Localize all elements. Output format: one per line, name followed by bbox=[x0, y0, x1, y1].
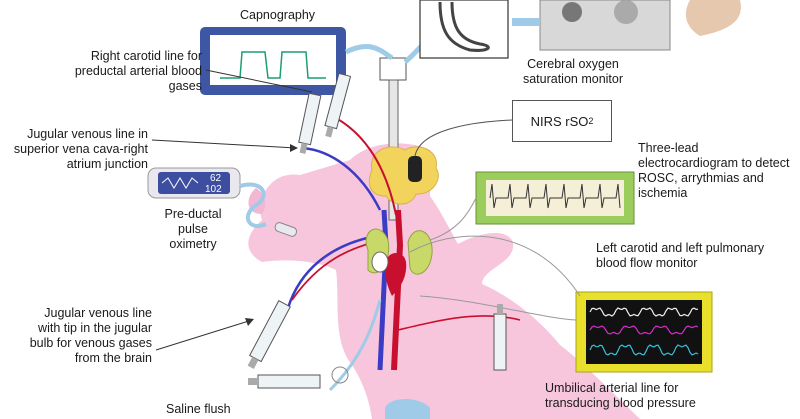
label-umbilical: Umbilical arterial line for transducing … bbox=[545, 381, 696, 410]
umbilical-line bbox=[397, 315, 521, 331]
syringe-right-carotid bbox=[324, 72, 352, 138]
label-cerebral-monitor: Cerebral oxygen saturation monitor bbox=[522, 57, 624, 86]
arterial-line-right bbox=[331, 115, 397, 216]
venous-line-svc bbox=[301, 146, 382, 211]
waveform-monitor bbox=[575, 291, 713, 373]
saline-line bbox=[328, 299, 382, 392]
label-right-carotid: Right carotid line for preductal arteria… bbox=[74, 49, 202, 93]
jugular-bulb-line bbox=[286, 234, 377, 309]
capno-tubing bbox=[344, 44, 394, 61]
label-pre-ductal: Pre-ductal pulse oximetry bbox=[164, 207, 222, 251]
syringe-jugular-svc bbox=[298, 92, 322, 154]
nirs-probe bbox=[408, 156, 422, 182]
leader-jugular-svc-arrow bbox=[290, 144, 298, 152]
saline-probe bbox=[331, 366, 349, 384]
label-ecg: Three-lead electrocardiogram to detect R… bbox=[638, 141, 790, 200]
heart bbox=[385, 253, 407, 296]
label-saline: Saline flush bbox=[166, 402, 231, 416]
syringe-umbilical bbox=[493, 304, 507, 371]
flow-probe bbox=[371, 251, 389, 273]
ecg-wire bbox=[429, 197, 477, 241]
leader-jugular-bulb bbox=[155, 319, 253, 351]
capnography-monitor bbox=[200, 27, 346, 95]
pulse-cable bbox=[239, 182, 267, 228]
pulse-sensor bbox=[274, 222, 298, 237]
syringe-saline bbox=[248, 374, 321, 389]
syringe-jugular-bulb bbox=[247, 300, 291, 369]
label-jugular-bulb: Jugular venous line with tip in the jugu… bbox=[29, 306, 152, 365]
leader-jugular-bulb-arrow bbox=[245, 318, 254, 326]
piglet-leg bbox=[385, 399, 430, 419]
right-lung bbox=[407, 230, 433, 275]
pulse-bottom-value: 102 bbox=[205, 184, 222, 195]
leader-jugular-svc bbox=[151, 139, 297, 149]
left-carotid-wire bbox=[409, 235, 581, 297]
piglet-body bbox=[248, 143, 641, 419]
cerebral-oxygen-device bbox=[419, 0, 741, 59]
monitor-wire bbox=[419, 295, 577, 321]
ecg-monitor bbox=[475, 171, 635, 225]
label-capnography: Capnography bbox=[240, 8, 316, 22]
label-jugular-svc: Jugular venous line in superior vena cav… bbox=[13, 127, 148, 171]
pulse-top-value: 62 bbox=[210, 173, 222, 184]
pulse-oximeter: 62 102 bbox=[147, 167, 241, 199]
nirs-cable bbox=[414, 119, 513, 157]
leader-right-carotid bbox=[205, 69, 313, 93]
label-left-carotid: Left carotid and left pulmonary blood fl… bbox=[596, 241, 765, 270]
aorta bbox=[391, 209, 404, 371]
